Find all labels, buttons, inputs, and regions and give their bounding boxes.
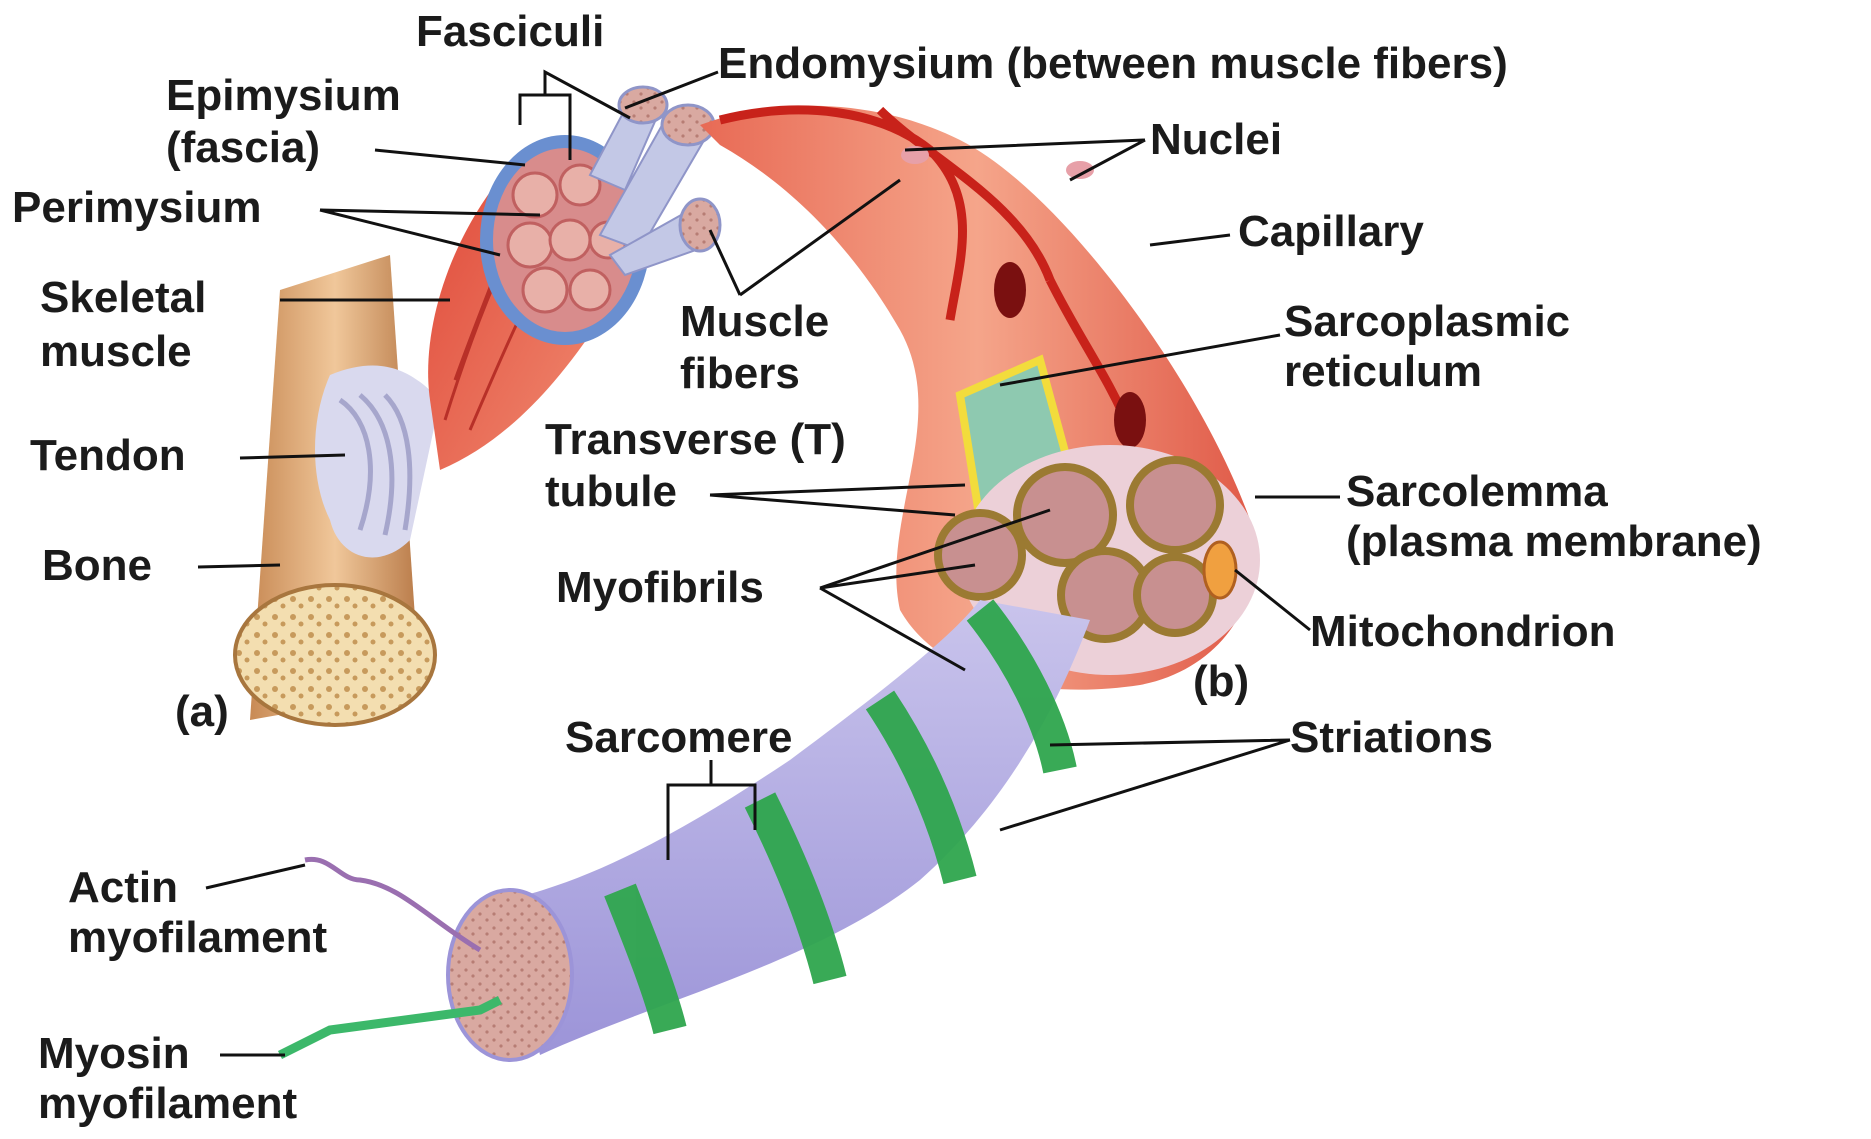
label-perimysium: Perimysium (12, 182, 261, 234)
label-epimysium: Epimysium (166, 70, 401, 122)
label-sarcoplasmic: Sarcoplasmic (1284, 296, 1570, 348)
label-muscle-fibers: Muscle (680, 296, 829, 348)
label-endomysium: Endomysium (between muscle fibers) (718, 38, 1508, 90)
label-sarcoplasmic-reticulum: reticulum (1284, 346, 1482, 398)
myofibril-shape (448, 600, 1090, 1060)
label-panel-a: (a) (175, 686, 229, 738)
label-actin-myofilament: myofilament (68, 912, 327, 964)
label-mitochondrion: Mitochondrion (1310, 606, 1616, 658)
label-muscle-fibers-2: fibers (680, 348, 800, 400)
label-actin: Actin (68, 862, 178, 914)
label-myofibrils: Myofibrils (556, 562, 764, 614)
label-bone: Bone (42, 540, 152, 592)
label-striations: Striations (1290, 712, 1493, 764)
label-sarcolemma-membrane: (plasma membrane) (1346, 516, 1762, 568)
label-sarcolemma: Sarcolemma (1346, 466, 1608, 518)
label-capillary: Capillary (1238, 206, 1424, 258)
label-panel-b: (b) (1193, 656, 1249, 708)
label-transverse-tubule: tubule (545, 466, 677, 518)
label-fasciculi: Fasciculi (416, 6, 604, 58)
label-skeletal-muscle: muscle (40, 326, 192, 378)
label-nuclei: Nuclei (1150, 114, 1282, 166)
label-myosin-myofilament: myofilament (38, 1078, 297, 1130)
label-sarcomere: Sarcomere (565, 712, 792, 764)
label-transverse: Transverse (T) (545, 414, 846, 466)
label-skeletal: Skeletal (40, 272, 206, 324)
label-tendon: Tendon (30, 430, 186, 482)
label-epimysium-fascia: (fascia) (166, 122, 320, 174)
tendon-shape (315, 365, 440, 557)
label-myosin: Myosin (38, 1028, 190, 1080)
